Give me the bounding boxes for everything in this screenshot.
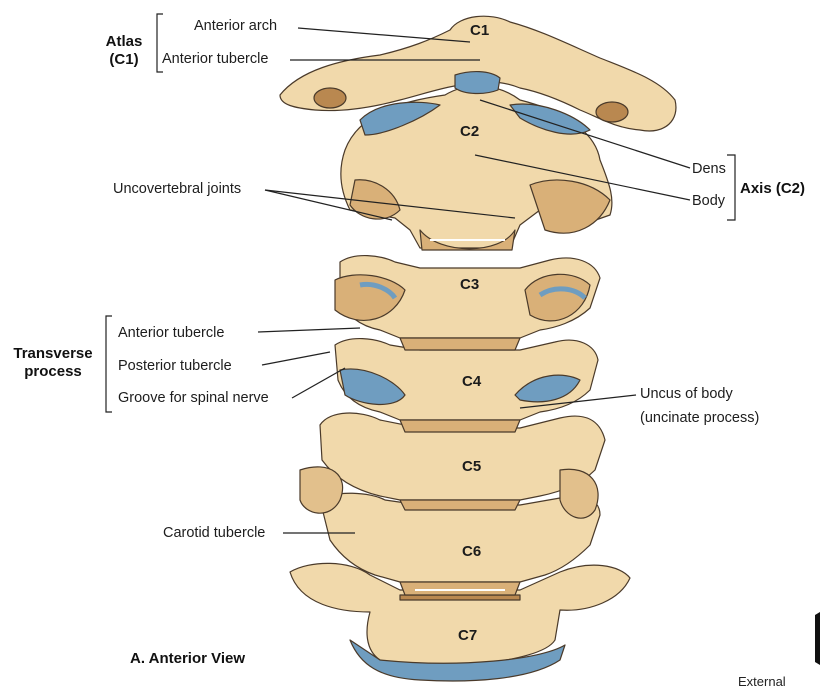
label-anterior-tubercle-c1: Anterior tubercle — [162, 51, 268, 67]
group-atlas: Atlas (C1) — [98, 33, 150, 69]
label-c2: C2 — [460, 123, 479, 140]
label-c7: C7 — [458, 627, 477, 644]
label-anterior-tubercle-tp: Anterior tubercle — [118, 325, 224, 341]
group-axis: Axis (C2) — [740, 180, 805, 198]
group-transverse-line1: Transverse — [4, 345, 102, 363]
vertebral-column — [280, 16, 820, 681]
label-body: Body — [692, 193, 725, 209]
leader-anterior-tubercle-tp — [258, 328, 360, 332]
leader-posterior-tubercle — [262, 352, 330, 365]
label-c3: C3 — [460, 276, 479, 293]
figure-caption: A. Anterior View — [130, 650, 245, 667]
leader-groove — [292, 368, 345, 398]
label-anterior-arch: Anterior arch — [194, 18, 277, 34]
label-c5: C5 — [462, 458, 481, 475]
group-transverse-line2: process — [4, 363, 102, 381]
label-groove-spinal-nerve: Groove for spinal nerve — [118, 390, 269, 406]
label-posterior-tubercle: Posterior tubercle — [118, 358, 232, 374]
group-transverse-process: Transverse process — [4, 345, 102, 381]
label-carotid-tubercle: Carotid tubercle — [163, 525, 265, 541]
vertebra-c3 — [335, 256, 600, 350]
group-atlas-line2: (C1) — [98, 51, 150, 69]
label-c6: C6 — [462, 543, 481, 560]
edge-fragment — [815, 612, 820, 665]
label-uncus-line2: (uncinate process) — [640, 410, 759, 426]
label-c4: C4 — [462, 373, 481, 390]
label-c1: C1 — [470, 22, 489, 39]
label-dens: Dens — [692, 161, 726, 177]
label-uncovertebral-joints: Uncovertebral joints — [113, 181, 241, 197]
label-uncus-line1: Uncus of body — [640, 386, 733, 402]
group-atlas-line1: Atlas — [98, 33, 150, 51]
